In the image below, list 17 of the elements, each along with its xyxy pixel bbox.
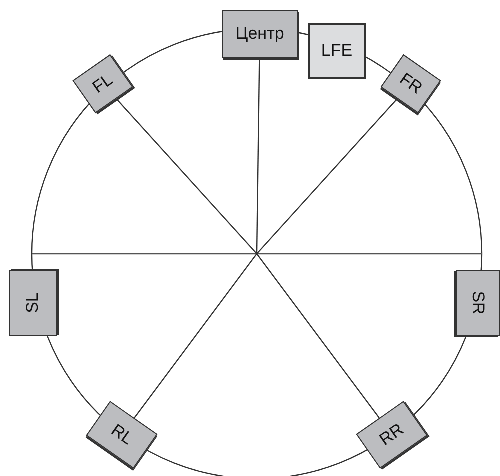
speaker-label: SL	[23, 292, 43, 314]
connector-line	[256, 98, 398, 254]
speaker-box	[222, 10, 298, 58]
connector-line	[256, 58, 260, 254]
speaker-box	[9, 270, 57, 336]
speaker-label: FR	[396, 69, 426, 99]
speaker-label: FL	[89, 70, 117, 98]
connector-line	[256, 254, 380, 419]
speaker-label: RR	[376, 420, 408, 450]
speaker-box	[308, 23, 366, 79]
connector-line	[116, 98, 258, 254]
speaker-label: RL	[107, 420, 137, 450]
connector-line	[134, 254, 258, 419]
speaker-box	[456, 270, 500, 336]
speaker-label: SR	[468, 291, 488, 315]
speaker-label: Центр	[236, 24, 284, 44]
speaker-label: LFE	[321, 41, 353, 61]
